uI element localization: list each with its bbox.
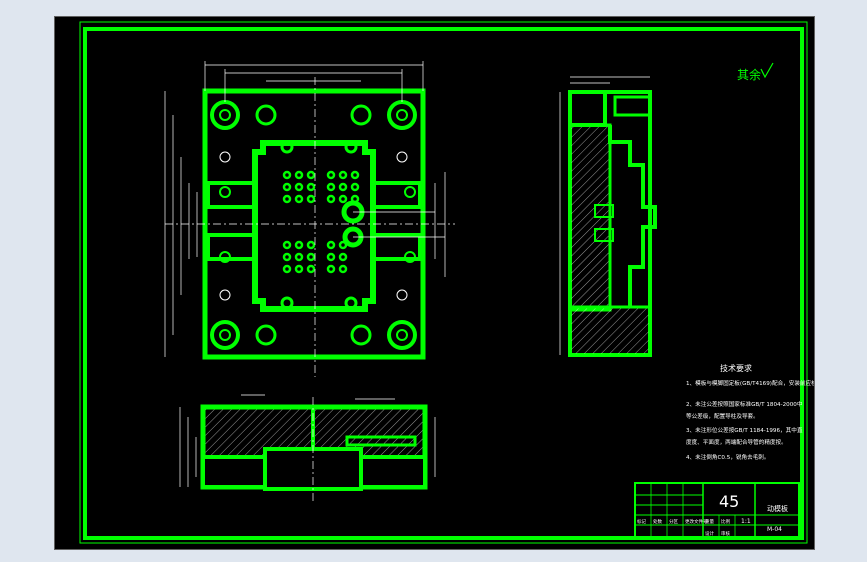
svg-text:比例: 比例	[721, 518, 730, 525]
svg-text:分区: 分区	[669, 518, 678, 525]
svg-text:等公差级，配置导柱及导套。: 等公差级，配置导柱及导套。	[686, 412, 759, 420]
guide-hole-br	[387, 320, 417, 350]
slot-left-bottom	[206, 233, 257, 261]
svg-text:2、未注公差按照国家标准GB/T 1804-2000中: 2、未注公差按照国家标准GB/T 1804-2000中	[686, 400, 803, 408]
slot-left-top	[206, 181, 257, 209]
ejector-pin-grid	[282, 170, 360, 274]
technical-requirements: 技术要求 1、模板与模脚固定板(GB/T4169)配合，安装前应检查尺寸。 2、…	[686, 363, 814, 461]
front-section-view	[179, 394, 436, 502]
title-block: 45 动模板 1:1 M-04 标记 处数 分区 更改文件号 重量 比例 设计 …	[634, 482, 800, 539]
svg-text:重量: 重量	[705, 518, 714, 525]
svg-text:处数: 处数	[653, 518, 662, 525]
tech-req-title: 技术要求	[720, 363, 752, 373]
inner-frame	[83, 27, 804, 540]
drawing-number: M-04	[767, 526, 782, 533]
plan-view	[164, 61, 455, 377]
side-view	[559, 76, 657, 357]
svg-text:更改文件号: 更改文件号	[685, 518, 708, 525]
svg-text:审核: 审核	[721, 530, 730, 537]
guide-hole-tr	[387, 100, 417, 130]
svg-text:标记: 标记	[637, 518, 646, 525]
outer-frame	[79, 21, 808, 544]
slot-right-bottom	[371, 233, 422, 261]
guide-hole-bl	[210, 320, 240, 350]
roughness-note: 其余	[737, 67, 761, 82]
guide-hole-tl	[210, 100, 240, 130]
svg-text:度度、平面度，两端配合导管的精度按。: 度度、平面度，两端配合导管的精度按。	[686, 438, 787, 446]
part-name: 动模板	[767, 504, 788, 513]
svg-text:4、未注倒角C0.5，锐角去毛刺。: 4、未注倒角C0.5，锐角去毛刺。	[686, 453, 770, 461]
cad-drawing: 其余 技术要求 1、模板与模脚固定板(GB/T4169)配合，安装前应检查尺寸。…	[79, 21, 814, 544]
plan-dimensions	[164, 61, 446, 357]
cad-viewport[interactable]: 其余 技术要求 1、模板与模脚固定板(GB/T4169)配合，安装前应检查尺寸。…	[54, 16, 815, 550]
roughness-symbol-icon	[760, 62, 774, 79]
svg-text:1、模板与模脚固定板(GB/T4169)配合，安装前应检查尺: 1、模板与模脚固定板(GB/T4169)配合，安装前应检查尺寸。	[686, 379, 814, 387]
material-label: 45	[719, 492, 739, 511]
svg-text:设计: 设计	[705, 530, 714, 537]
slot-right-top	[371, 181, 422, 209]
svg-text:3、未注形位公差按GB/T 1184-1996，其中直: 3、未注形位公差按GB/T 1184-1996，其中直	[686, 426, 803, 434]
plan-cavity	[252, 140, 376, 312]
scale-value: 1:1	[741, 518, 751, 525]
